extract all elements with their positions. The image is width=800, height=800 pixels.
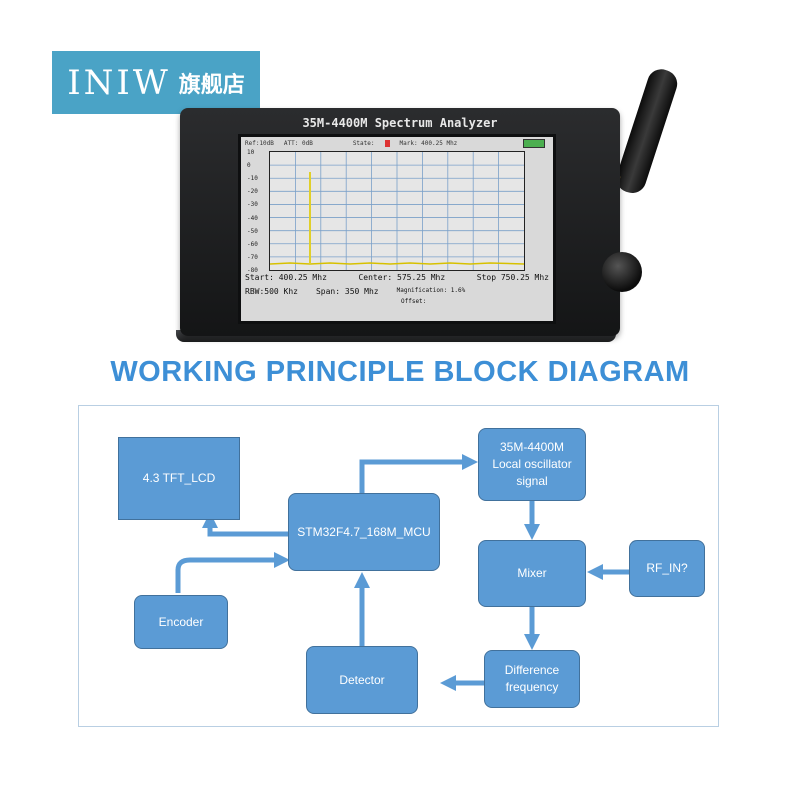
rotary-encoder-knob [602,252,642,292]
magnification-readout: Magnification: 1.6% [396,287,466,294]
block-lcd: 4.3 TFT_LCD [118,437,240,520]
y-tick-label: 0 [247,162,251,170]
start-frequency: Start: 400.25 Mhz [245,273,327,282]
screen-footer-row1: Start: 400.25 Mhz Center: 575.25 Mhz Sto… [245,273,549,282]
brand-suffix: 旗舰店 [178,72,245,98]
y-tick-label: -10 [247,175,258,183]
arrow-mcu-to-oscillator [359,453,479,493]
block-detector-label: Detector [339,672,385,687]
state-indicator [384,139,390,147]
attenuation: ATT: 0dB [283,139,313,147]
block-oscillator-label: 35M-4400M Local oscillator signal [492,440,572,488]
y-tick-label: -30 [247,201,258,209]
screen-footer-row2: RBW:500 Khz Span: 350 Mhz Magnification:… [245,287,549,296]
battery-icon [523,138,545,148]
marker-readout: Mark: 400.25 Mhz [399,139,458,147]
block-encoder: Encoder [134,595,228,649]
screen-footer-row3: Offset: [401,298,549,305]
y-tick-label: -60 [247,240,258,248]
center-frequency: Center: 575.25 Mhz [358,273,446,282]
arrow-encoder-to-mcu [175,551,291,593]
brand-name: INIW [67,62,171,103]
span-readout: Span: 350 Mhz [315,287,379,296]
block-mcu: STM32F4.7_168M_MCU [288,493,440,571]
y-tick-label: -80 [247,267,258,274]
ref-level: Ref:10dB [245,139,274,147]
spectrum-analyzer-device: 35M-4400M Spectrum Analyzer Ref:10dB ATT… [180,108,620,336]
brand-badge: INIW 旗舰店 [52,51,260,114]
block-oscillator: 35M-4400M Local oscillator signal [478,428,586,501]
block-mixer-label: Mixer [517,566,547,580]
state-label: State: [352,139,375,147]
y-tick-label: -70 [247,253,258,261]
device-title: 35M-4400M Spectrum Analyzer [302,116,498,130]
device-screen: Ref:10dB ATT: 0dB State: Mark: 400.25 Mh… [238,134,556,324]
block-difference-frequency: Difference frequency [484,650,580,708]
offset-readout: Offset: [401,298,427,305]
block-mcu-label: STM32F4.7_168M_MCU [297,524,431,539]
stop-frequency: Stop 750.25 Mhz [476,273,549,282]
rbw-readout: RBW:500 Khz [245,287,298,296]
y-tick-label: -50 [247,227,258,235]
block-difference-label: Difference frequency [504,663,560,694]
diagram-frame [78,405,719,727]
screen-statusbar: Ref:10dB ATT: 0dB State: Mark: 400.25 Mh… [241,137,553,149]
block-rf-in: RF_IN? [629,540,705,597]
diagram-title: WORKING PRINCIPLE BLOCK DIAGRAM [110,356,690,388]
y-tick-label: -40 [247,214,258,222]
y-tick-label: 10 [247,149,255,156]
y-tick-label: -20 [247,188,258,196]
spectrum-grid [269,152,525,270]
block-mixer: Mixer [478,540,586,607]
arrow-mcu-to-lcd [201,511,288,537]
spectrum-plot [269,151,525,271]
block-lcd-label: 4.3 TFT_LCD [142,471,216,485]
block-encoder-label: Encoder [158,614,204,629]
block-detector: Detector [306,646,418,714]
block-rf-in-label: RF_IN? [646,561,688,575]
